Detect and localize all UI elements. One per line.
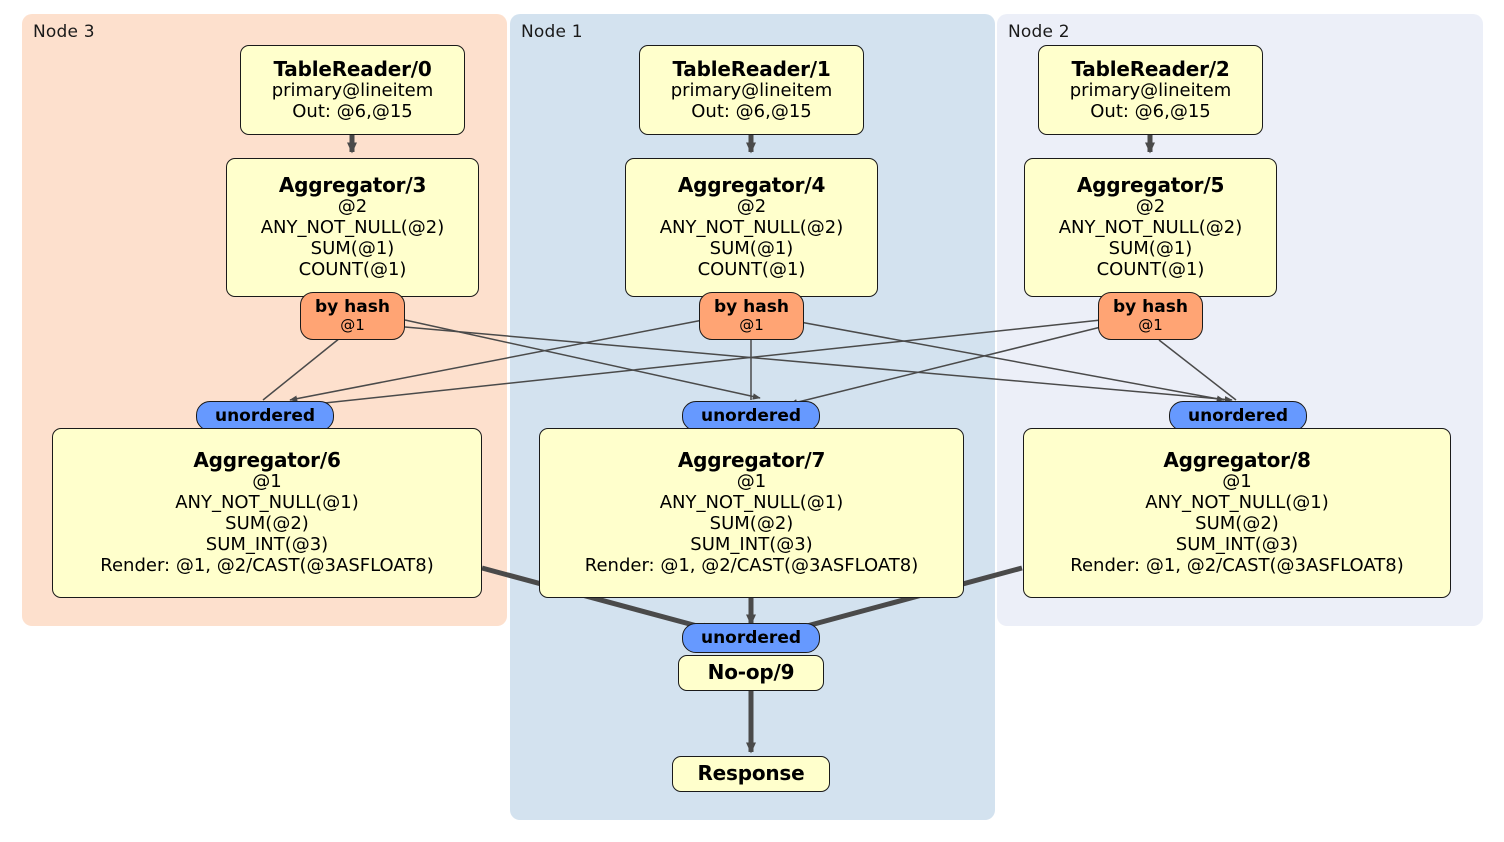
box-line: COUNT(@1) [298, 258, 407, 280]
box-line: @2 [736, 196, 767, 218]
box-line: ANY_NOT_NULL(@2) [1058, 217, 1243, 239]
box-line: SUM(@2) [225, 513, 309, 535]
box-title: Response [697, 761, 805, 786]
box-line: COUNT(@1) [1096, 258, 1205, 280]
router-label: unordered [214, 405, 316, 426]
processor-noop-9[interactable]: No-op/9 [678, 655, 824, 691]
cluster-label-node-2: Node 2 [1008, 22, 1070, 42]
box-line: COUNT(@1) [697, 258, 806, 280]
box-line: Render: @1, @2/CAST(@3ASFLOAT8) [584, 554, 919, 576]
box-line: ANY_NOT_NULL(@1) [1145, 492, 1329, 514]
box-line: SUM_INT(@3) [205, 534, 329, 556]
box-line: Out: @6,@15 [292, 100, 413, 122]
box-line: Render: @1, @2/CAST(@3ASFLOAT8) [100, 554, 434, 576]
box-line: ANY_NOT_NULL(@1) [175, 492, 359, 514]
box-line: SUM(@2) [709, 513, 794, 535]
cluster-label-node-3: Node 3 [33, 22, 95, 42]
box-line: Render: @1, @2/CAST(@3ASFLOAT8) [1070, 554, 1404, 576]
processor-tablereader-1[interactable]: TableReader/1 primary@lineitem Out: @6,@… [639, 45, 864, 135]
cluster-label-node-1: Node 1 [521, 22, 583, 42]
box-title: TableReader/0 [273, 56, 432, 81]
box-title: Aggregator/3 [278, 173, 427, 198]
box-line: ANY_NOT_NULL(@1) [659, 492, 844, 514]
box-line: @1 [252, 471, 282, 493]
processor-aggregator-6[interactable]: Aggregator/6 @1 ANY_NOT_NULL(@1) SUM(@2)… [52, 428, 482, 598]
router-label: unordered [700, 405, 802, 426]
processor-response[interactable]: Response [672, 756, 830, 792]
router-by-hash-5[interactable]: by hash @1 [1098, 292, 1203, 340]
processor-aggregator-5[interactable]: Aggregator/5 @2 ANY_NOT_NULL(@2) SUM(@1)… [1024, 158, 1277, 297]
processor-tablereader-0[interactable]: TableReader/0 primary@lineitem Out: @6,@… [240, 45, 465, 135]
router-label: by hash [315, 297, 390, 318]
box-title: TableReader/2 [1071, 56, 1230, 81]
box-title: Aggregator/7 [677, 448, 826, 473]
router-label: unordered [1187, 405, 1289, 426]
router-unordered-7[interactable]: unordered [682, 401, 820, 431]
box-line: ANY_NOT_NULL(@2) [659, 217, 844, 239]
box-line: SUM(@1) [709, 238, 794, 260]
box-title: Aggregator/5 [1076, 173, 1225, 198]
box-line: @1 [1222, 471, 1252, 493]
box-line: primary@lineitem [271, 79, 434, 101]
router-unordered-final[interactable]: unordered [682, 623, 820, 653]
router-label: unordered [700, 627, 802, 648]
box-title: No-op/9 [707, 660, 795, 685]
processor-aggregator-7[interactable]: Aggregator/7 @1 ANY_NOT_NULL(@1) SUM(@2)… [539, 428, 964, 598]
box-title: Aggregator/8 [1163, 448, 1311, 473]
router-sublabel: @1 [340, 316, 365, 335]
router-by-hash-4[interactable]: by hash @1 [699, 292, 804, 340]
processor-aggregator-4[interactable]: Aggregator/4 @2 ANY_NOT_NULL(@2) SUM(@1)… [625, 158, 878, 297]
router-label: by hash [1113, 297, 1188, 318]
processor-aggregator-3[interactable]: Aggregator/3 @2 ANY_NOT_NULL(@2) SUM(@1)… [226, 158, 479, 297]
box-line: SUM_INT(@3) [690, 534, 813, 556]
router-by-hash-3[interactable]: by hash @1 [300, 292, 405, 340]
box-line: Out: @6,@15 [1090, 100, 1211, 122]
box-line: @2 [337, 196, 368, 218]
processor-tablereader-2[interactable]: TableReader/2 primary@lineitem Out: @6,@… [1038, 45, 1263, 135]
router-sublabel: @1 [739, 316, 764, 335]
box-line: SUM(@1) [310, 238, 395, 260]
box-line: @2 [1135, 196, 1166, 218]
box-line: SUM(@1) [1108, 238, 1193, 260]
box-line: primary@lineitem [670, 79, 833, 101]
router-sublabel: @1 [1138, 316, 1163, 335]
box-line: ANY_NOT_NULL(@2) [260, 217, 445, 239]
box-line: SUM(@2) [1195, 513, 1279, 535]
box-line: primary@lineitem [1069, 79, 1232, 101]
box-title: TableReader/1 [672, 56, 831, 81]
router-unordered-8[interactable]: unordered [1169, 401, 1307, 431]
processor-aggregator-8[interactable]: Aggregator/8 @1 ANY_NOT_NULL(@1) SUM(@2)… [1023, 428, 1451, 598]
box-line: Out: @6,@15 [691, 100, 812, 122]
box-title: Aggregator/4 [677, 173, 826, 198]
box-line: @1 [736, 471, 767, 493]
box-line: SUM_INT(@3) [1175, 534, 1299, 556]
router-label: by hash [714, 297, 789, 318]
router-unordered-6[interactable]: unordered [196, 401, 334, 431]
box-title: Aggregator/6 [193, 448, 341, 473]
